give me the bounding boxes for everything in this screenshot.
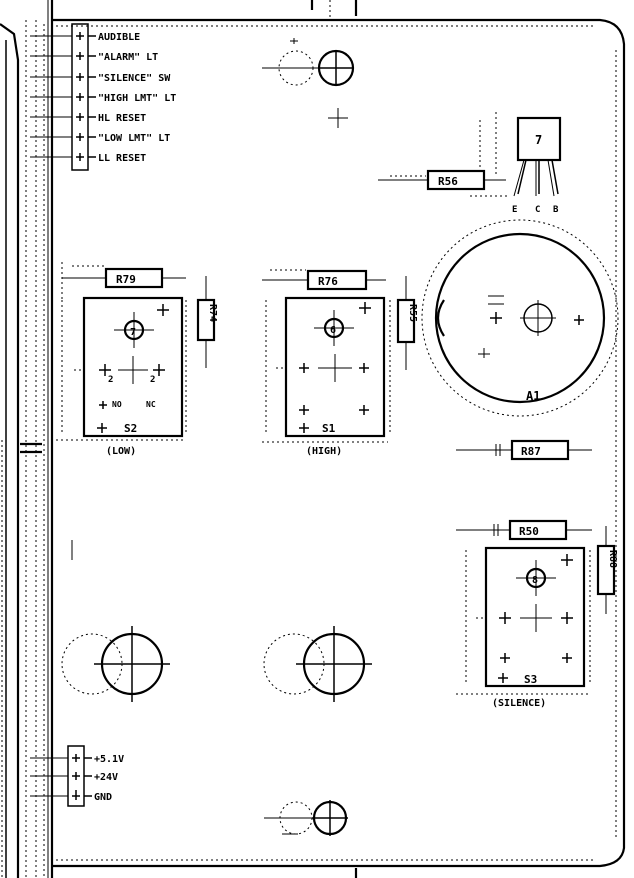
switch-s1-label: S1 xyxy=(322,422,336,435)
resistor-r56: R56 xyxy=(378,169,510,197)
transistor-number: 7 xyxy=(535,133,542,147)
switch-s2-caption: (LOW) xyxy=(106,446,136,457)
connector-label-hl-reset: HL RESET xyxy=(98,113,146,124)
connector-label-alarm-lt: "ALARM" LT xyxy=(98,52,158,63)
connector-label-gnd: GND xyxy=(94,792,112,803)
resistor-r88: R88 xyxy=(596,526,618,614)
resistor-r88-label: R88 xyxy=(607,550,618,568)
transistor-pin-c: C xyxy=(535,205,540,215)
buzzer-a1-label: A1 xyxy=(526,389,540,403)
switch-s1-center-number: 6 xyxy=(330,325,336,336)
board-outline xyxy=(47,0,626,878)
resistor-r76-label: R76 xyxy=(318,275,338,288)
transistor-7: 7 E C B xyxy=(479,112,562,215)
mounting-hole-lower-left xyxy=(61,540,170,702)
resistor-r79-label: R79 xyxy=(116,273,136,286)
switch-s2-nc: NC xyxy=(146,400,156,409)
mounting-hole-lower-center xyxy=(263,626,372,702)
resistor-r55-label: R55 xyxy=(407,304,418,322)
connector-label-audible: AUDIBLE xyxy=(98,32,140,43)
transistor-pin-b: B xyxy=(553,205,559,215)
resistor-r56-label: R56 xyxy=(438,175,458,188)
connector-label-high-lmt-lt: "HIGH LMT" LT xyxy=(98,93,176,104)
connector-label-silence-sw: "SILENCE" SW xyxy=(98,73,171,84)
switch-s2-terminal-2: 2 xyxy=(150,375,155,385)
mounting-hole-top xyxy=(262,38,355,128)
resistor-r79: R79 xyxy=(61,262,186,300)
switch-s2-low: 7 2 2 NO NC S2 (LOW) xyxy=(56,296,187,457)
connector-label-24v: +24V xyxy=(94,772,118,783)
bottom-connector-block: +5.1V +24V GND xyxy=(30,745,124,807)
resistor-r87: R87 xyxy=(456,439,592,461)
resistor-r87-label: R87 xyxy=(521,445,541,458)
switch-s2-center-number: 7 xyxy=(130,327,136,338)
switch-s2-label: S2 xyxy=(124,422,137,435)
switch-s1-caption: (HIGH) xyxy=(306,446,342,457)
switch-s1-high: 6 S1 (HIGH) xyxy=(262,296,391,457)
switch-s2-terminal-1: 2 xyxy=(108,375,113,385)
mounting-hole-bottom xyxy=(264,800,348,836)
switch-s3-label: S3 xyxy=(524,673,537,686)
resistor-r74-label: R74 xyxy=(207,304,218,322)
resistor-r55: R55 xyxy=(396,276,418,370)
connector-label-low-lmt-lt: "LOW LMT" LT xyxy=(98,133,170,144)
edge-connector-rails xyxy=(0,20,45,878)
connector-label-5v: +5.1V xyxy=(94,754,124,765)
switch-s3-center-number: 8 xyxy=(532,575,538,586)
resistor-r50: R50 xyxy=(456,519,592,541)
resistor-r76: R76 xyxy=(262,269,386,291)
switch-s2-no: NO xyxy=(112,400,122,409)
connector-label-ll-reset: LL RESET xyxy=(98,153,146,164)
resistor-r74: R74 xyxy=(196,276,218,368)
resistor-r50-label: R50 xyxy=(519,525,539,538)
switch-s3-caption: (SILENCE) xyxy=(492,698,546,709)
buzzer-a1: A1 xyxy=(421,219,619,417)
top-connector-block: AUDIBLE "ALARM" LT "SILENCE" SW "HIGH LM… xyxy=(30,23,176,171)
transistor-pin-e: E xyxy=(512,205,517,215)
switch-s3-silence: 8 S3 (SILENCE) xyxy=(456,546,591,709)
